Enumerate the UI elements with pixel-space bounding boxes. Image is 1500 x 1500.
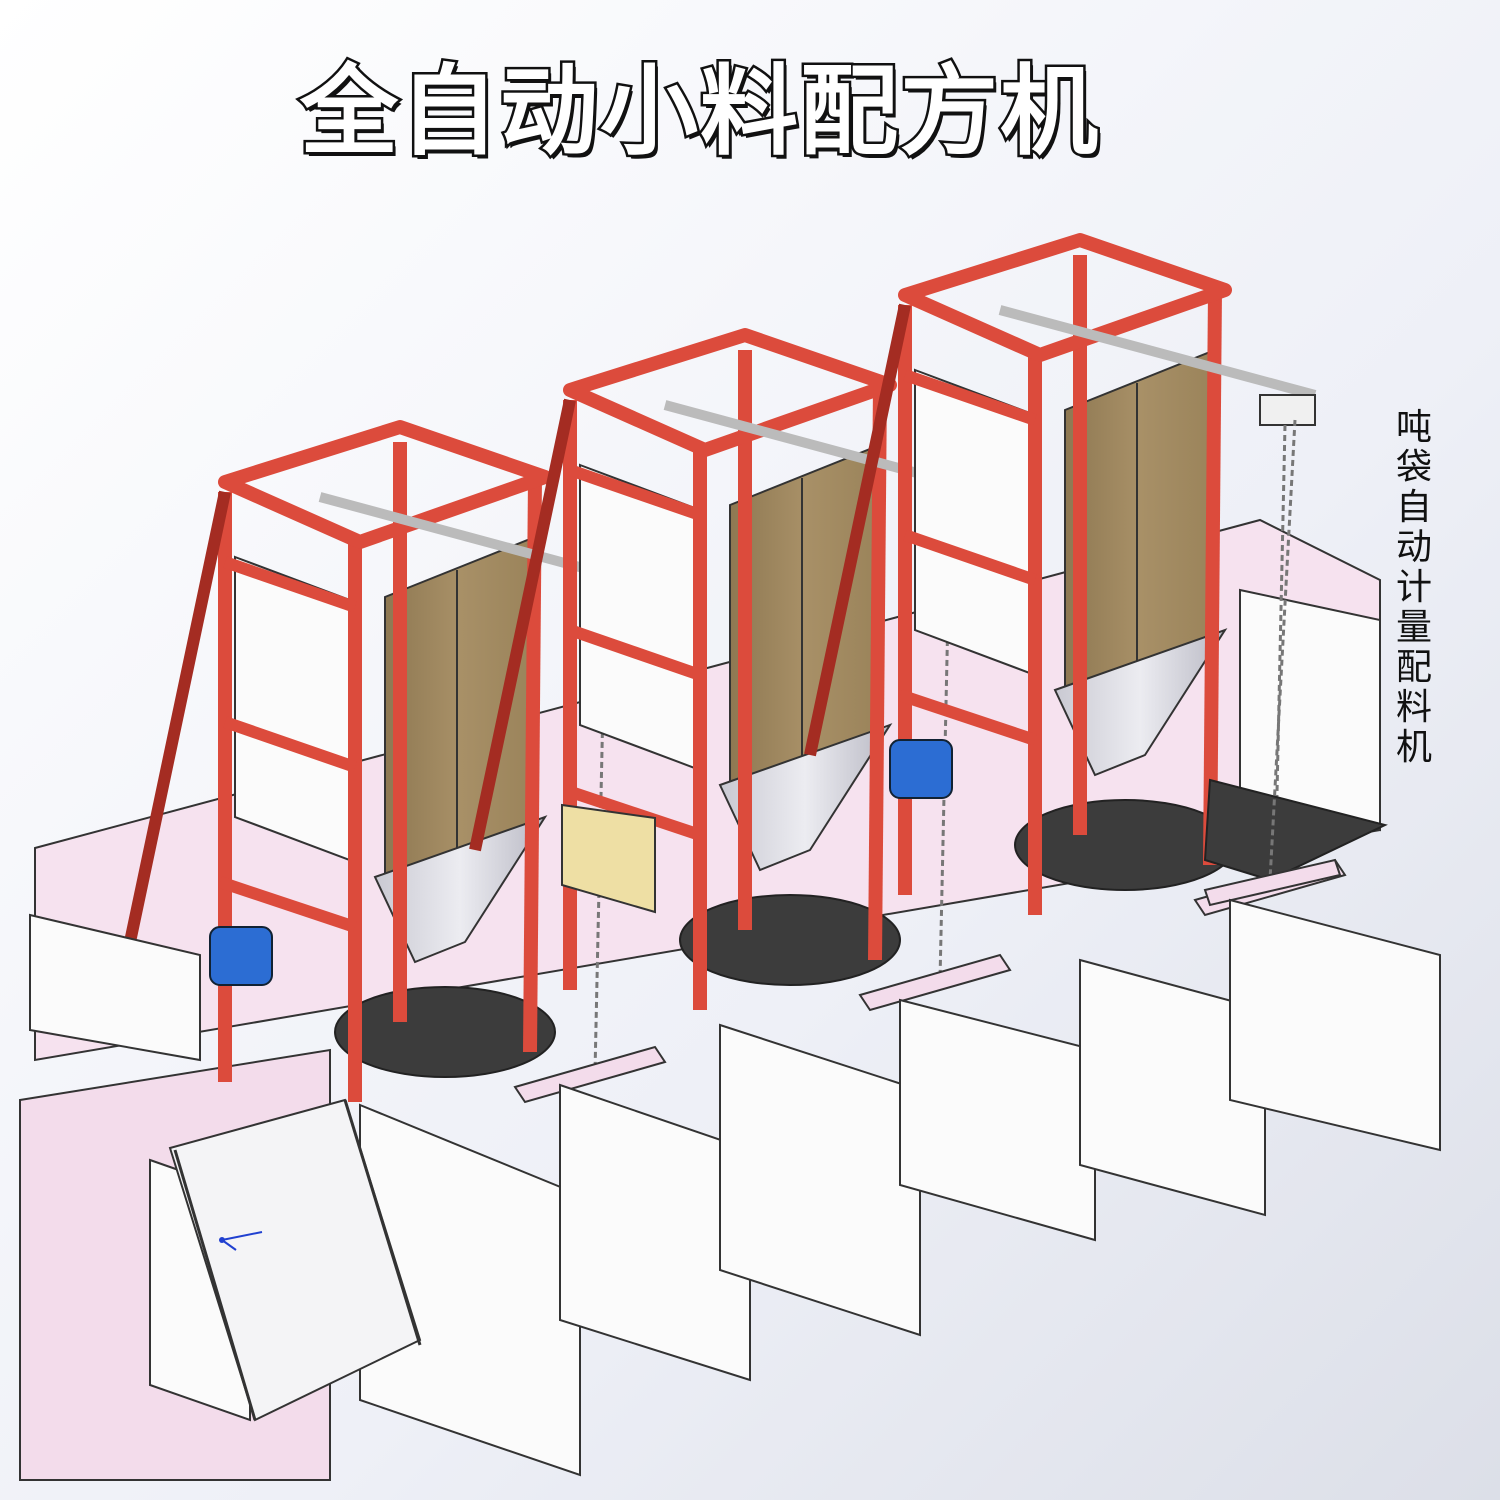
monorail-beam [998, 305, 1317, 400]
frame-brace [568, 624, 702, 681]
axis-marker [219, 1231, 263, 1251]
frame-brace [903, 529, 1037, 586]
station-1 [124, 420, 667, 1104]
frame-brace [903, 369, 1037, 426]
staircase [168, 1098, 422, 1422]
front-panels [29, 898, 1441, 1477]
front-panel [1079, 958, 1266, 1217]
front-panel [899, 998, 1096, 1242]
page-title: 全自动小料配方机 [298, 53, 1101, 172]
front-panel [29, 913, 201, 1062]
spreader-bar [513, 1045, 667, 1104]
front-panel [719, 1023, 921, 1337]
stations [124, 233, 1388, 1104]
station-2 [469, 328, 1012, 1012]
scale-deck [679, 894, 901, 986]
frame-top [218, 420, 552, 549]
side-label: 吨袋自动计量配料机 [1395, 407, 1432, 768]
frame-brace [223, 556, 357, 613]
hoist-chain [1268, 419, 1297, 881]
frame-brace [563, 784, 702, 841]
frame-strut [804, 303, 911, 757]
hoist [1259, 394, 1316, 426]
frame-leg [1203, 289, 1222, 866]
motor [889, 739, 953, 799]
motor [209, 926, 273, 986]
frame-brace [218, 876, 357, 933]
spreader-bar [858, 953, 1012, 1012]
frame-leg [868, 384, 887, 961]
station-4 [1203, 419, 1388, 907]
frame-brace [898, 689, 1037, 746]
station-3 [804, 233, 1347, 917]
frame-top [898, 233, 1232, 362]
frame-brace [223, 716, 357, 773]
frame-strut [124, 490, 231, 944]
frame-brace [568, 464, 702, 521]
spreader-bar [1203, 858, 1342, 907]
scale-deck [1014, 799, 1236, 891]
front-panel [559, 1083, 751, 1382]
front-panel [1229, 898, 1441, 1152]
frame-strut [469, 398, 576, 852]
side-plate [561, 803, 656, 914]
scale-deck [334, 986, 556, 1078]
